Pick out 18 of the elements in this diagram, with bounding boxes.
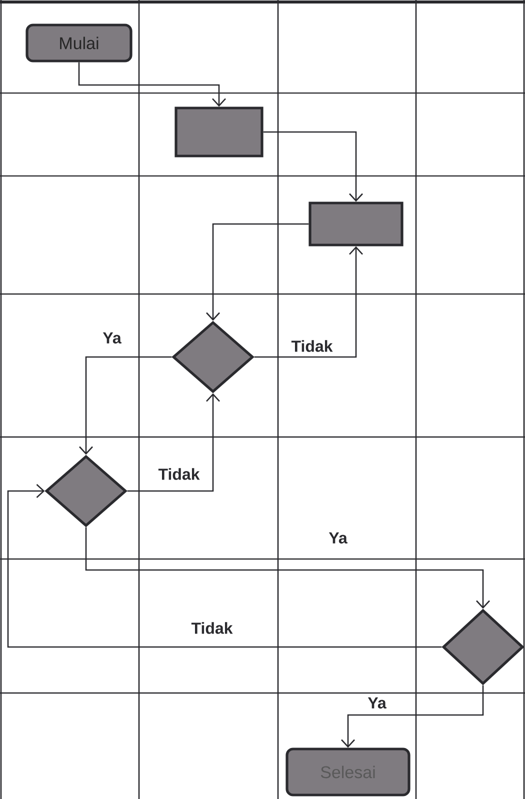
arrow xyxy=(78,62,226,107)
edge-label: Tidak xyxy=(290,339,334,353)
edge-label: Tidak xyxy=(157,467,201,481)
edge-label: Ya xyxy=(102,331,122,345)
arrow xyxy=(85,527,490,609)
arrow xyxy=(7,484,442,648)
arrow xyxy=(127,393,220,492)
edge-label: Ya xyxy=(328,531,348,545)
arrow xyxy=(263,131,363,202)
arrow xyxy=(341,685,484,748)
process-box xyxy=(174,106,264,158)
terminal-box: Mulai xyxy=(26,24,132,62)
arrow xyxy=(206,223,309,321)
arrow xyxy=(79,356,172,455)
process-box xyxy=(308,202,404,246)
edge-label: Ya xyxy=(366,696,388,710)
arrow xyxy=(254,246,363,358)
edge-label: Tidak xyxy=(190,621,234,635)
